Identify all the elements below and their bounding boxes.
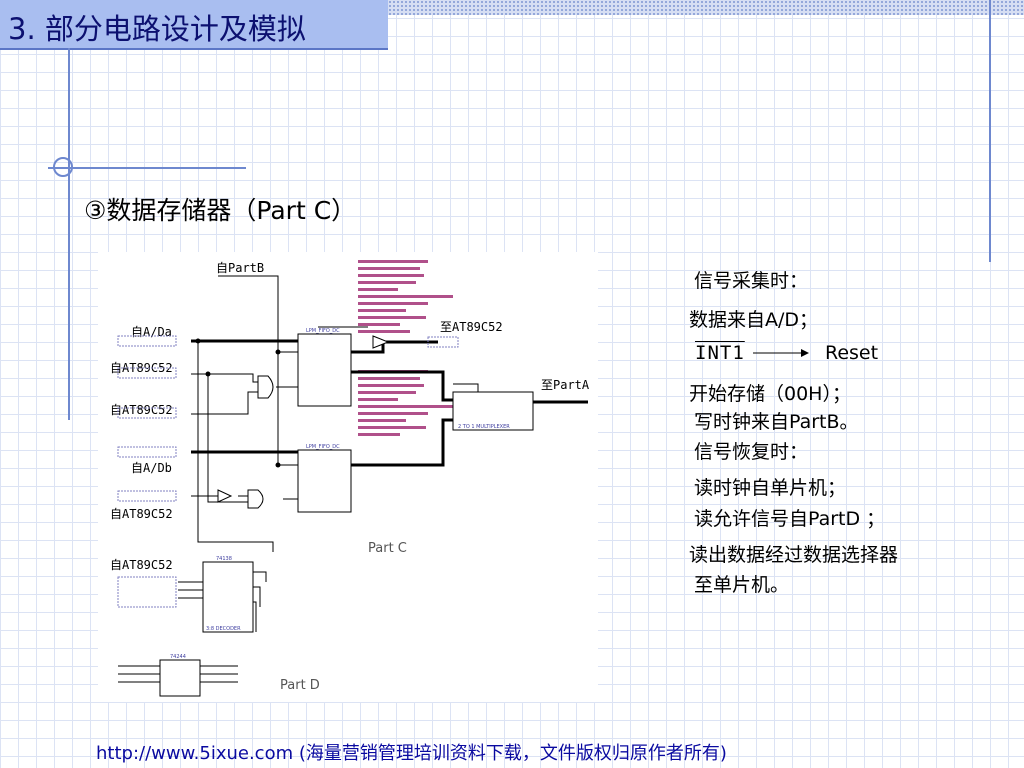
- arrow-icon: [753, 349, 809, 357]
- note-line-5: 信号恢复时：: [694, 441, 809, 463]
- and-gate-b: [247, 489, 264, 509]
- note-line-1: 信号采集时：: [694, 270, 809, 292]
- fifo-block-a: [297, 333, 352, 407]
- svg-text:LPM_FIFO_DC: LPM_FIFO_DC: [306, 444, 340, 450]
- svg-text:LPM_FIFO_DC: LPM_FIFO_DC: [306, 328, 340, 334]
- svg-text:2 TO 1 MULTIPLEXER: 2 TO 1 MULTIPLEXER: [458, 424, 510, 430]
- note-line-7: 读允许信号自PartD ；: [694, 508, 886, 530]
- section-subtitle: ③数据存储器（Part C）: [84, 196, 357, 225]
- label-from-at89c52-2: 自AT89C52: [110, 403, 173, 417]
- not-gate-a: [372, 335, 390, 349]
- and-gate-a: [257, 375, 274, 399]
- title-bar: 3. 部分电路设计及模拟: [0, 0, 388, 50]
- left-vertical-rule: [68, 48, 70, 420]
- right-vertical-rule: [989, 0, 991, 262]
- not-gate-b: [217, 489, 233, 503]
- part-c-label: Part C: [368, 541, 407, 556]
- note-line-4: 写时钟来自PartB。: [694, 411, 859, 433]
- label-from-at89c52-1: 自AT89C52: [110, 361, 173, 375]
- slide-title: 3. 部分电路设计及模拟: [8, 12, 306, 46]
- svg-text:3:8 DECODER: 3:8 DECODER: [206, 626, 241, 632]
- note-line-2: 数据来自A/D；: [689, 309, 819, 331]
- label-to-parta: 至PartA: [541, 378, 590, 392]
- int1-label: INT1: [695, 342, 745, 364]
- svg-text:74244: 74244: [170, 654, 186, 660]
- note-line-6: 读时钟自单片机；: [694, 477, 847, 499]
- bullet-ring-icon: [53, 157, 73, 177]
- label-to-at89c52-top: 至AT89C52: [440, 320, 503, 334]
- mux-block: [452, 391, 534, 431]
- label-from-at89c52-4: 自AT89C52: [110, 558, 173, 572]
- part-d-label: Part D: [280, 678, 320, 693]
- label-from-ad-a: 自A/Da: [131, 325, 172, 339]
- reset-label: Reset: [825, 342, 879, 364]
- buffer-block: [159, 659, 201, 697]
- circuit-schematic: 自PartB 自A/Da 至AT89C52 自AT89C52 至PartA 自A…: [98, 252, 598, 702]
- note-line-9: 至单片机。: [694, 574, 790, 596]
- fifo-block-b: [297, 449, 352, 513]
- decoder-block: [202, 561, 254, 633]
- label-from-partb: 自PartB: [216, 261, 264, 275]
- label-from-at89c52-3: 自AT89C52: [110, 507, 173, 521]
- subtitle-rule: [48, 167, 246, 169]
- footer-link[interactable]: http://www.5ixue.com (海量营销管理培训资料下载，文件版权归…: [96, 743, 727, 764]
- svg-text:74138: 74138: [216, 556, 232, 562]
- note-line-8: 读出数据经过数据选择器: [689, 544, 899, 566]
- label-from-ad-b: 自A/Db: [131, 461, 172, 475]
- note-line-3: 开始存储（00H）；: [689, 383, 851, 405]
